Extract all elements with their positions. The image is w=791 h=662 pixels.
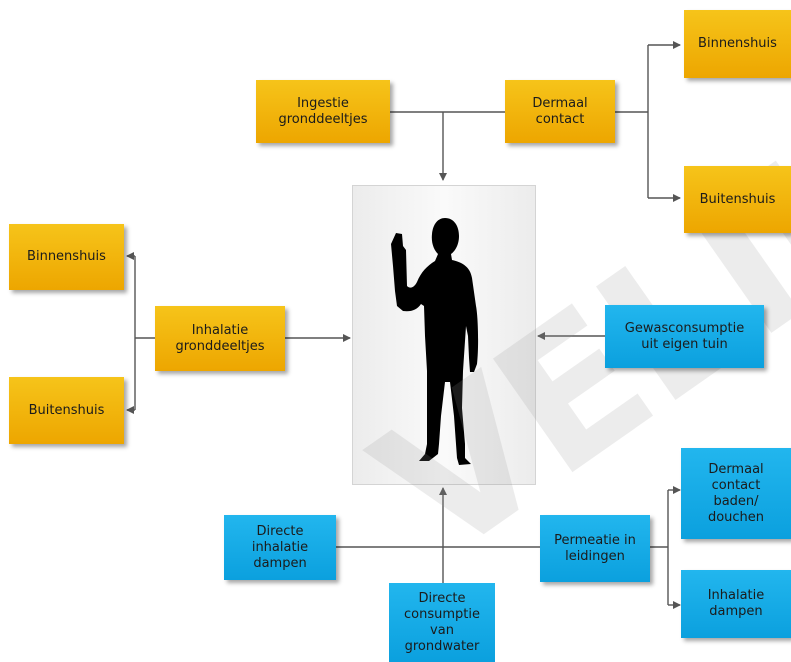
inhalatie-gronddeeltjes-box: Inhalatie gronddeeltjes [155,306,285,371]
person-panel [352,185,536,485]
ingestie-gronddeeltjes-box: Ingestie gronddeeltjes [256,80,390,143]
inhalatie-dampen-box: Inhalatie dampen [681,570,791,638]
binnenshuis-left-box: Binnenshuis [9,224,124,290]
gewasconsumptie-box: Gewasconsumptie uit eigen tuin [605,305,764,368]
buitenshuis-right-box: Buitenshuis [684,166,791,233]
binnenshuis-right-box: Binnenshuis [684,10,791,78]
buitenshuis-left-box: Buitenshuis [9,377,124,444]
permeatie-box: Permeatie in leidingen [540,515,650,582]
directe-inhalatie-box: Directe inhalatie dampen [224,515,336,580]
dermaal-contact-box: Dermaal contact [505,80,615,143]
person-silhouette-icon [391,218,479,465]
directe-consumptie-box: Directe consumptie van grondwater [389,583,495,662]
dermaal-contact-baden-box: Dermaal contact baden/ douchen [681,448,791,539]
